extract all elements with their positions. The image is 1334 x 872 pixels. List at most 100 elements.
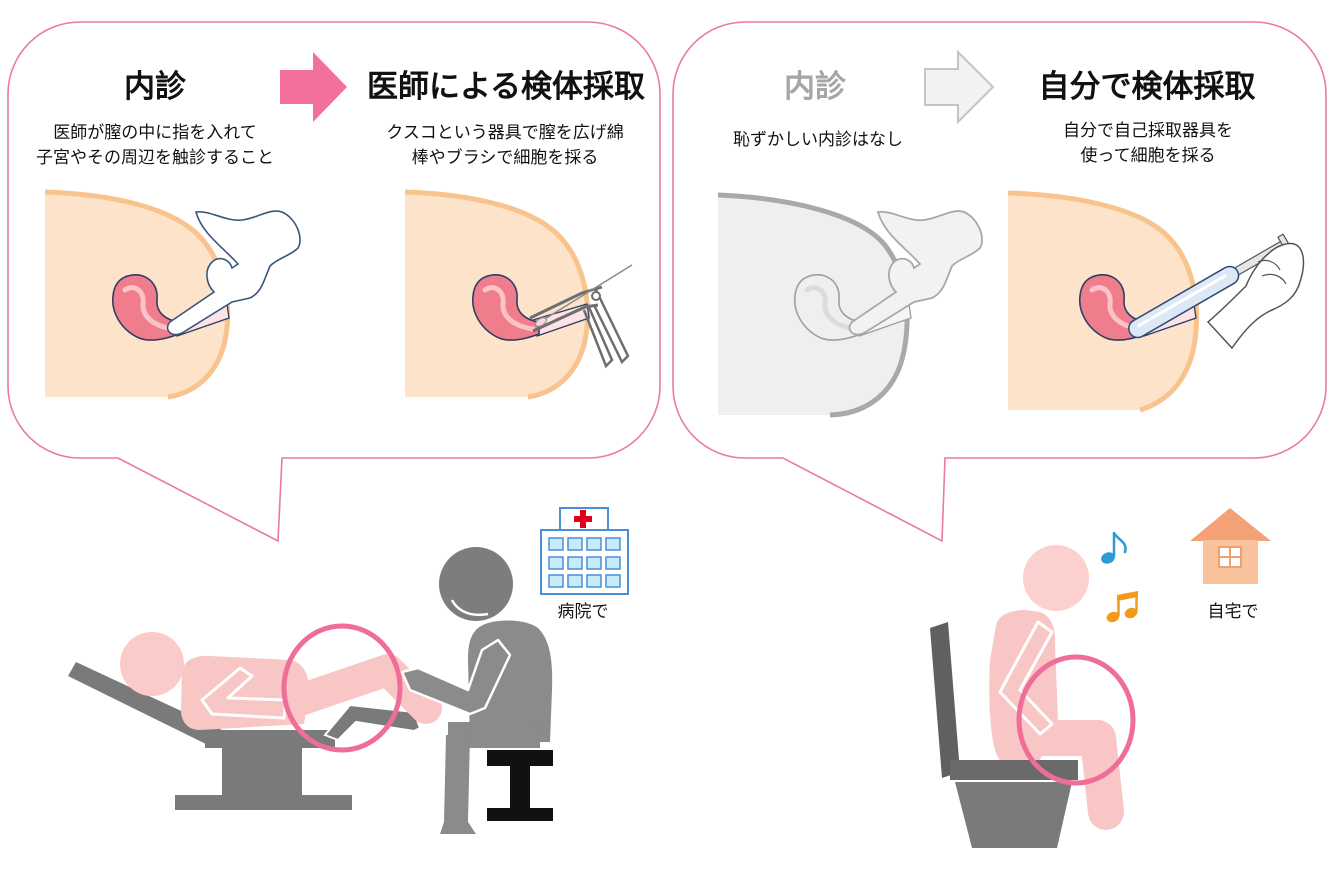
note-beam	[1117, 591, 1138, 601]
patient-legs	[284, 654, 442, 724]
description-line: 子宮やその周辺を触診すること	[36, 148, 274, 168]
uterine-cavity	[804, 285, 858, 332]
hand-outline	[848, 210, 983, 336]
seated-person-figure	[989, 545, 1124, 830]
speculum-screw	[591, 291, 601, 301]
window	[586, 574, 602, 588]
description-line: 使って細胞を採る	[1080, 146, 1216, 166]
uterus-body	[472, 274, 540, 341]
stool-pole	[510, 766, 530, 810]
speculum-handle	[592, 289, 630, 365]
uterus-body	[112, 274, 180, 341]
window	[548, 574, 564, 588]
description-line: クスコという器具で膣を広げ綿	[386, 123, 624, 143]
description-line: 棒やブラシで細胞を採る	[411, 148, 599, 168]
self-sampling-device	[1128, 233, 1293, 339]
hospital-label: 病院で	[557, 602, 609, 622]
sampling-hand	[1206, 242, 1305, 350]
window	[605, 574, 621, 588]
note-head	[1106, 611, 1120, 623]
stool-seat	[487, 750, 553, 766]
window	[567, 574, 583, 588]
uterine-cavity	[482, 285, 536, 332]
chair-pedestal	[222, 746, 302, 798]
self-sampling-description: 自分で自己採取器具を 使って細胞を採る	[1018, 119, 1278, 169]
doctor-arm	[400, 638, 512, 716]
clinic-exam-title: 内診	[124, 69, 186, 105]
clinic-sampling-description: クスコという器具で膣を広げ綿 棒やブラシで細胞を採る	[365, 121, 645, 171]
uterus-body	[794, 274, 862, 341]
person-legs	[1002, 720, 1124, 830]
window	[605, 537, 621, 551]
swab-tip	[535, 317, 547, 327]
doctor-face-line	[450, 599, 489, 617]
window	[605, 556, 621, 570]
patient-figure	[120, 632, 442, 730]
self-sampling-illustration	[1007, 190, 1305, 413]
window	[586, 556, 602, 570]
seat-back	[930, 622, 960, 778]
person-head	[1023, 545, 1089, 611]
doctor-lower-leg	[440, 735, 476, 834]
uterine-cavity	[122, 285, 176, 332]
description-line: 自分で自己採取器具を	[1063, 121, 1233, 141]
speculum-sampling-illustration	[404, 189, 633, 400]
doctor-head	[439, 547, 513, 621]
uterine-cavity	[1089, 285, 1143, 332]
house-icon	[1190, 508, 1271, 584]
seat-base	[955, 782, 1072, 848]
highlight-circle	[1016, 654, 1136, 786]
doctor-thigh	[448, 722, 540, 748]
cotton-swab	[539, 264, 633, 323]
arrow-right-icon	[280, 52, 347, 122]
toilet-seat	[930, 622, 1078, 848]
description-line: 医師が膣の中に指を入れて	[53, 123, 257, 143]
no-exam-illustration	[717, 192, 983, 418]
hospital-icon	[540, 507, 629, 595]
self-exam-title: 内診	[784, 69, 846, 105]
music-note-icon	[1101, 531, 1127, 564]
speculum-upper-blade	[529, 285, 603, 320]
highlight-circle	[281, 623, 403, 753]
hospital-scene	[68, 507, 629, 834]
speculum-handle	[582, 304, 614, 369]
chair-backrest	[68, 662, 222, 748]
music-notes-icon	[1106, 591, 1138, 623]
home-scene	[930, 508, 1271, 848]
clinic-speech-bubble	[7, 21, 661, 543]
chair-base	[175, 795, 352, 810]
home-label: 自宅で	[1207, 602, 1259, 622]
examining-hand	[848, 210, 983, 336]
window	[567, 556, 583, 570]
window	[567, 537, 583, 551]
examining-hand	[166, 210, 301, 336]
house-roof	[1190, 508, 1271, 541]
hospital-windows	[548, 537, 621, 588]
self-exam-description: 恥ずかしい内診はなし	[688, 128, 948, 153]
note-head	[1124, 607, 1138, 619]
speculum	[529, 285, 630, 369]
note-flag	[1112, 531, 1127, 554]
uterus	[472, 274, 590, 341]
digital-exam-illustration	[44, 189, 301, 400]
window	[548, 556, 564, 570]
red-cross-horizontal	[574, 516, 592, 522]
window	[586, 537, 602, 551]
description-line: 恥ずかしい内診はなし	[733, 130, 903, 150]
finger-line	[1261, 273, 1287, 285]
device-highlight	[1136, 273, 1227, 328]
clinic-sampling-title: 医師による検体採取	[366, 69, 646, 105]
window	[548, 537, 564, 551]
seat-top	[950, 760, 1078, 780]
pelvis-outline	[404, 189, 591, 400]
note-head	[1101, 552, 1115, 564]
arrow-right-outline-icon	[924, 49, 995, 125]
stool-base	[487, 808, 553, 821]
pelvis-outline	[1007, 190, 1200, 413]
self-sampling-title: 自分で検体採取	[1038, 69, 1256, 105]
patient-head	[120, 632, 184, 696]
doctor-figure	[400, 547, 553, 834]
finger-line	[1257, 259, 1281, 271]
